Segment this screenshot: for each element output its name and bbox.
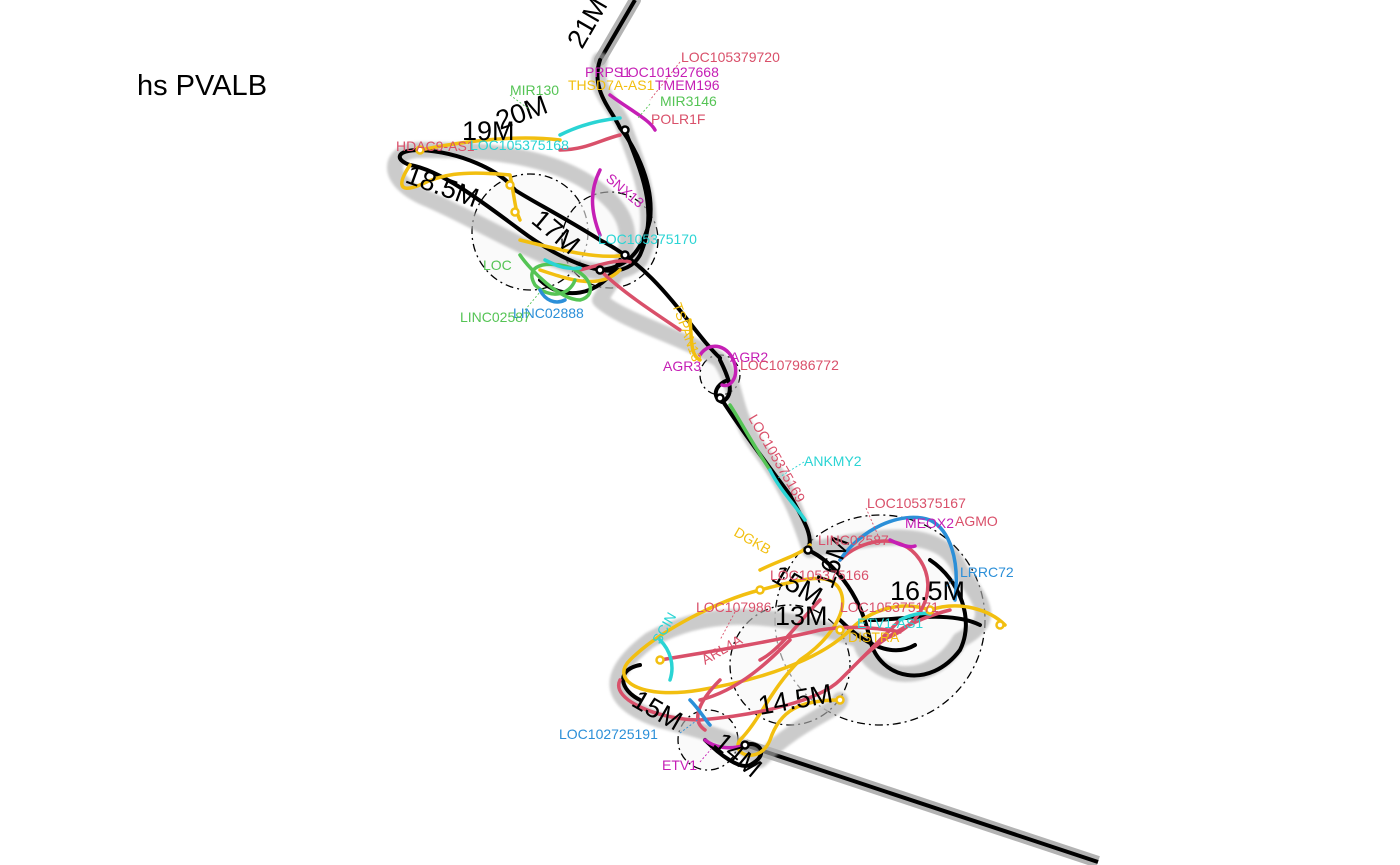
gene-label: THSD7A-AS1 <box>568 77 655 93</box>
gene-label: TMEM196 <box>655 77 720 93</box>
gene-label: POLR1F <box>651 111 705 127</box>
scale-label: 19M <box>462 116 515 146</box>
leader-lines <box>509 61 957 763</box>
gene-label: LOC107986772 <box>740 357 839 373</box>
gene-label: LOC105375171 <box>840 599 939 615</box>
gene-label: AGR3 <box>663 358 701 374</box>
gene-label: ETV1 <box>662 757 697 773</box>
gene-label: LINC02587 <box>818 532 889 548</box>
gene-label: AGR2 <box>730 349 768 365</box>
gene-label: LOC105375167 <box>867 495 966 511</box>
gene-label: LRRC72 <box>960 564 1014 580</box>
gene-label: MIR130 <box>510 82 559 98</box>
gene-label: LOC105375168 <box>470 137 569 153</box>
scale-label: 13M <box>775 601 828 631</box>
scale-label: 16.5M <box>890 576 965 606</box>
gene-label: PRPS1 <box>585 64 631 80</box>
gene-label: HDAC9-AS1 <box>396 138 475 154</box>
gene-label: MEOX2 <box>905 515 954 531</box>
fiber-shadow <box>387 52 991 768</box>
gene-label: ANKMY2 <box>804 453 862 469</box>
page-title: hs PVALB <box>137 70 268 102</box>
gene-label: AGMO <box>955 513 998 529</box>
gene-label: LINC02587 <box>460 309 531 325</box>
node-markers <box>415 125 1005 750</box>
gene-label: LOC102725191 <box>559 726 658 742</box>
gene-label: LINC02888 <box>513 305 584 321</box>
gene-label: ETV1-AS1 <box>857 615 923 631</box>
axis-lines <box>594 0 1100 865</box>
gene-label: LOC105375170 <box>598 231 697 247</box>
gene-label: LOC <box>483 257 512 273</box>
gene-label: LOC105375166 <box>770 567 869 583</box>
gene-label: DISTRA <box>848 629 900 645</box>
gene-label: LOC105375169 <box>745 412 808 506</box>
gene-label: LOC101927668 <box>620 64 719 80</box>
gene-label: MIR3146 <box>660 93 717 109</box>
gene-segments <box>400 93 1007 757</box>
gene-label: LOC107986 <box>696 599 772 615</box>
gene-label: DGKB <box>732 524 774 558</box>
gene-label: LOC105379720 <box>681 49 780 65</box>
